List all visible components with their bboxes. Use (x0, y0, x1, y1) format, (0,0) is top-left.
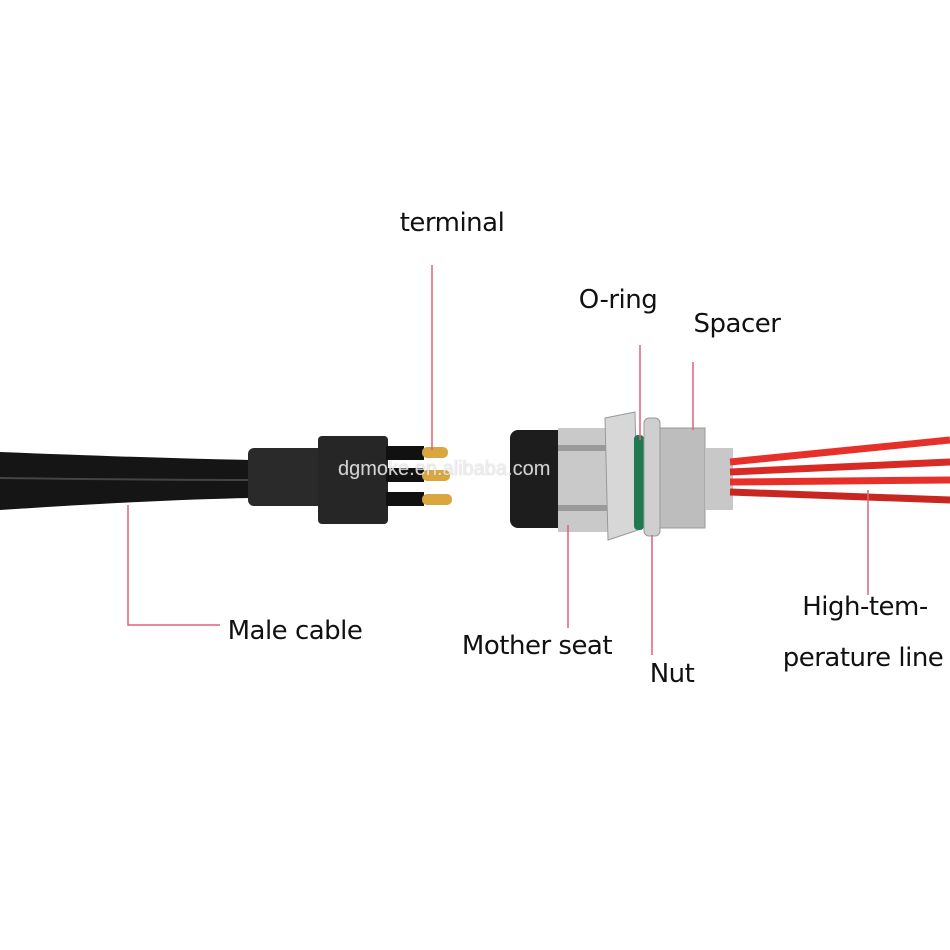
male-cable-leader-line (127, 505, 220, 626)
watermark: dgmoke.en.alibaba.com (338, 458, 551, 480)
label-o-ring: O-ring (578, 285, 658, 315)
label-mother-seat: Mother seat (461, 631, 613, 661)
o-ring (634, 435, 644, 530)
label-high-temp-2: perature line (782, 643, 944, 673)
male-cable (0, 436, 424, 524)
mother-seat (510, 411, 639, 541)
terminal-pins (422, 447, 452, 505)
label-nut: Nut (649, 659, 695, 689)
spacer-and-nut (643, 417, 733, 537)
high-temperature-wires (729, 436, 950, 504)
label-terminal: terminal (399, 208, 505, 238)
label-male-cable: Male cable (227, 616, 363, 646)
label-spacer: Spacer (693, 309, 781, 339)
leader-lines (127, 265, 869, 655)
label-high-temp-1: High-tem- (802, 592, 928, 622)
